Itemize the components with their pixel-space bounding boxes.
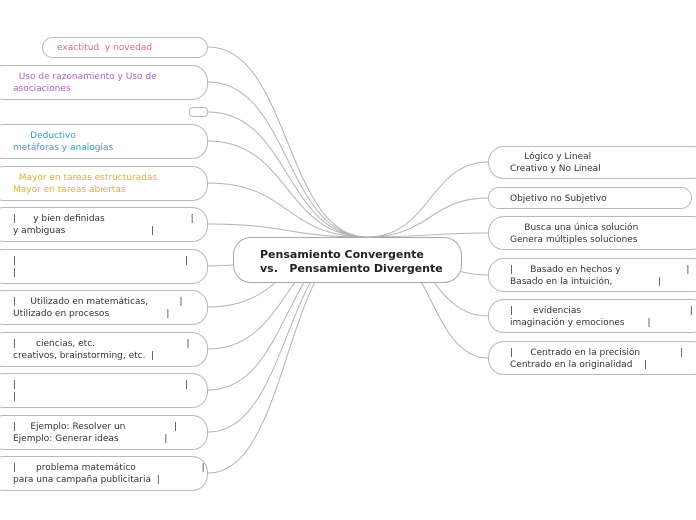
connector-right-1: [366, 161, 489, 238]
left-node-3[interactable]: [189, 107, 208, 117]
node-line1: | |: [13, 256, 188, 266]
node-line2: Centrado en la originalidad |: [510, 360, 647, 370]
node-line1: | Utilizado en matemáticas, |: [13, 297, 183, 307]
left-node-1[interactable]: exactitud y novedad: [42, 37, 208, 58]
node-line1: exactitud y novedad: [57, 43, 153, 53]
left-node-4[interactable]: Deductivo metáforas y analogías: [0, 124, 208, 159]
node-line1: Busca una única solución: [510, 223, 639, 233]
node-line1: Mayor en tareas estructuradas: [13, 173, 158, 183]
node-line1: | evidencias |: [510, 306, 693, 316]
node-line1: Objetivo no Subjetivo: [510, 194, 607, 204]
node-line1: Uso de razonamiento y Uso de: [13, 72, 157, 82]
node-line2: Creativo y No Lineal: [510, 164, 601, 174]
node-line2: |: [13, 392, 17, 402]
node-line1: | |: [13, 380, 188, 390]
connector-left-5: [207, 182, 368, 238]
node-line2: |: [13, 268, 17, 278]
node-line1: | y bien definidas |: [13, 214, 194, 224]
node-line2: metáforas y analogías: [13, 143, 114, 153]
node-line1: | ciencias, etc. |: [13, 339, 190, 349]
connector-left-3: [207, 111, 368, 238]
node-line2: Utilizado en procesos |: [13, 309, 170, 319]
node-line1: | Ejemplo: Resolver un |: [13, 422, 178, 432]
node-line1: | Basado en hechos y |: [510, 265, 690, 275]
connector-left-6: [207, 223, 368, 238]
connector-left-4: [207, 140, 368, 238]
node-line1: Lógico y Lineal: [510, 152, 592, 162]
right-node-4[interactable]: | Basado en hechos y | Basado en la intui…: [488, 258, 696, 292]
node-line2: Basado en la intuición, |: [510, 277, 662, 287]
left-node-10[interactable]: | | |: [0, 373, 208, 408]
node-line1: Deductivo: [13, 131, 76, 141]
node-line1: | Centrado en la precisión |: [510, 348, 684, 358]
connector-right-2: [366, 197, 489, 238]
node-line2: creativos, brainstorming, etc. |: [13, 351, 155, 361]
left-node-6[interactable]: | y bien definidas | y ambiguas |: [0, 207, 208, 242]
left-node-11[interactable]: | Ejemplo: Resolver un | Ejemplo: Generar…: [0, 415, 208, 450]
left-node-12[interactable]: | problema matemático | para una campaña …: [0, 456, 208, 491]
node-line2: y ambiguas |: [13, 226, 155, 236]
node-line2: Genera múltiples soluciones: [510, 235, 638, 245]
right-node-2[interactable]: Objetivo no Subjetivo: [488, 187, 692, 209]
right-node-6[interactable]: | Centrado en la precisión | Centrado en …: [488, 341, 696, 375]
node-line2: Mayor en tareas abiertas: [13, 185, 126, 195]
left-node-9[interactable]: | ciencias, etc. | creativos, brainstormi…: [0, 332, 208, 367]
node-line2: Ejemplo: Generar ideas |: [13, 434, 168, 444]
connector-right-3: [366, 232, 489, 238]
connector-left-1: [207, 46, 368, 238]
left-node-8[interactable]: | Utilizado en matemáticas, | Utilizado e…: [0, 290, 208, 325]
connector-left-2: [207, 81, 368, 238]
right-node-5[interactable]: | evidencias | imaginación y emociones |: [488, 299, 696, 333]
node-line1: | problema matemático |: [13, 463, 205, 473]
central-topic-line2: vs. Pensamiento Divergente: [260, 262, 443, 275]
left-node-2[interactable]: Uso de razonamiento y Uso de asociaciones: [0, 65, 208, 100]
node-line2: imaginación y emociones |: [510, 318, 651, 328]
node-line2: asociaciones: [13, 84, 71, 94]
central-topic-line1: Pensamiento Convergente: [260, 248, 424, 261]
node-line2: para una campaña publicitaria |: [13, 475, 160, 485]
left-node-7[interactable]: | | |: [0, 249, 208, 284]
